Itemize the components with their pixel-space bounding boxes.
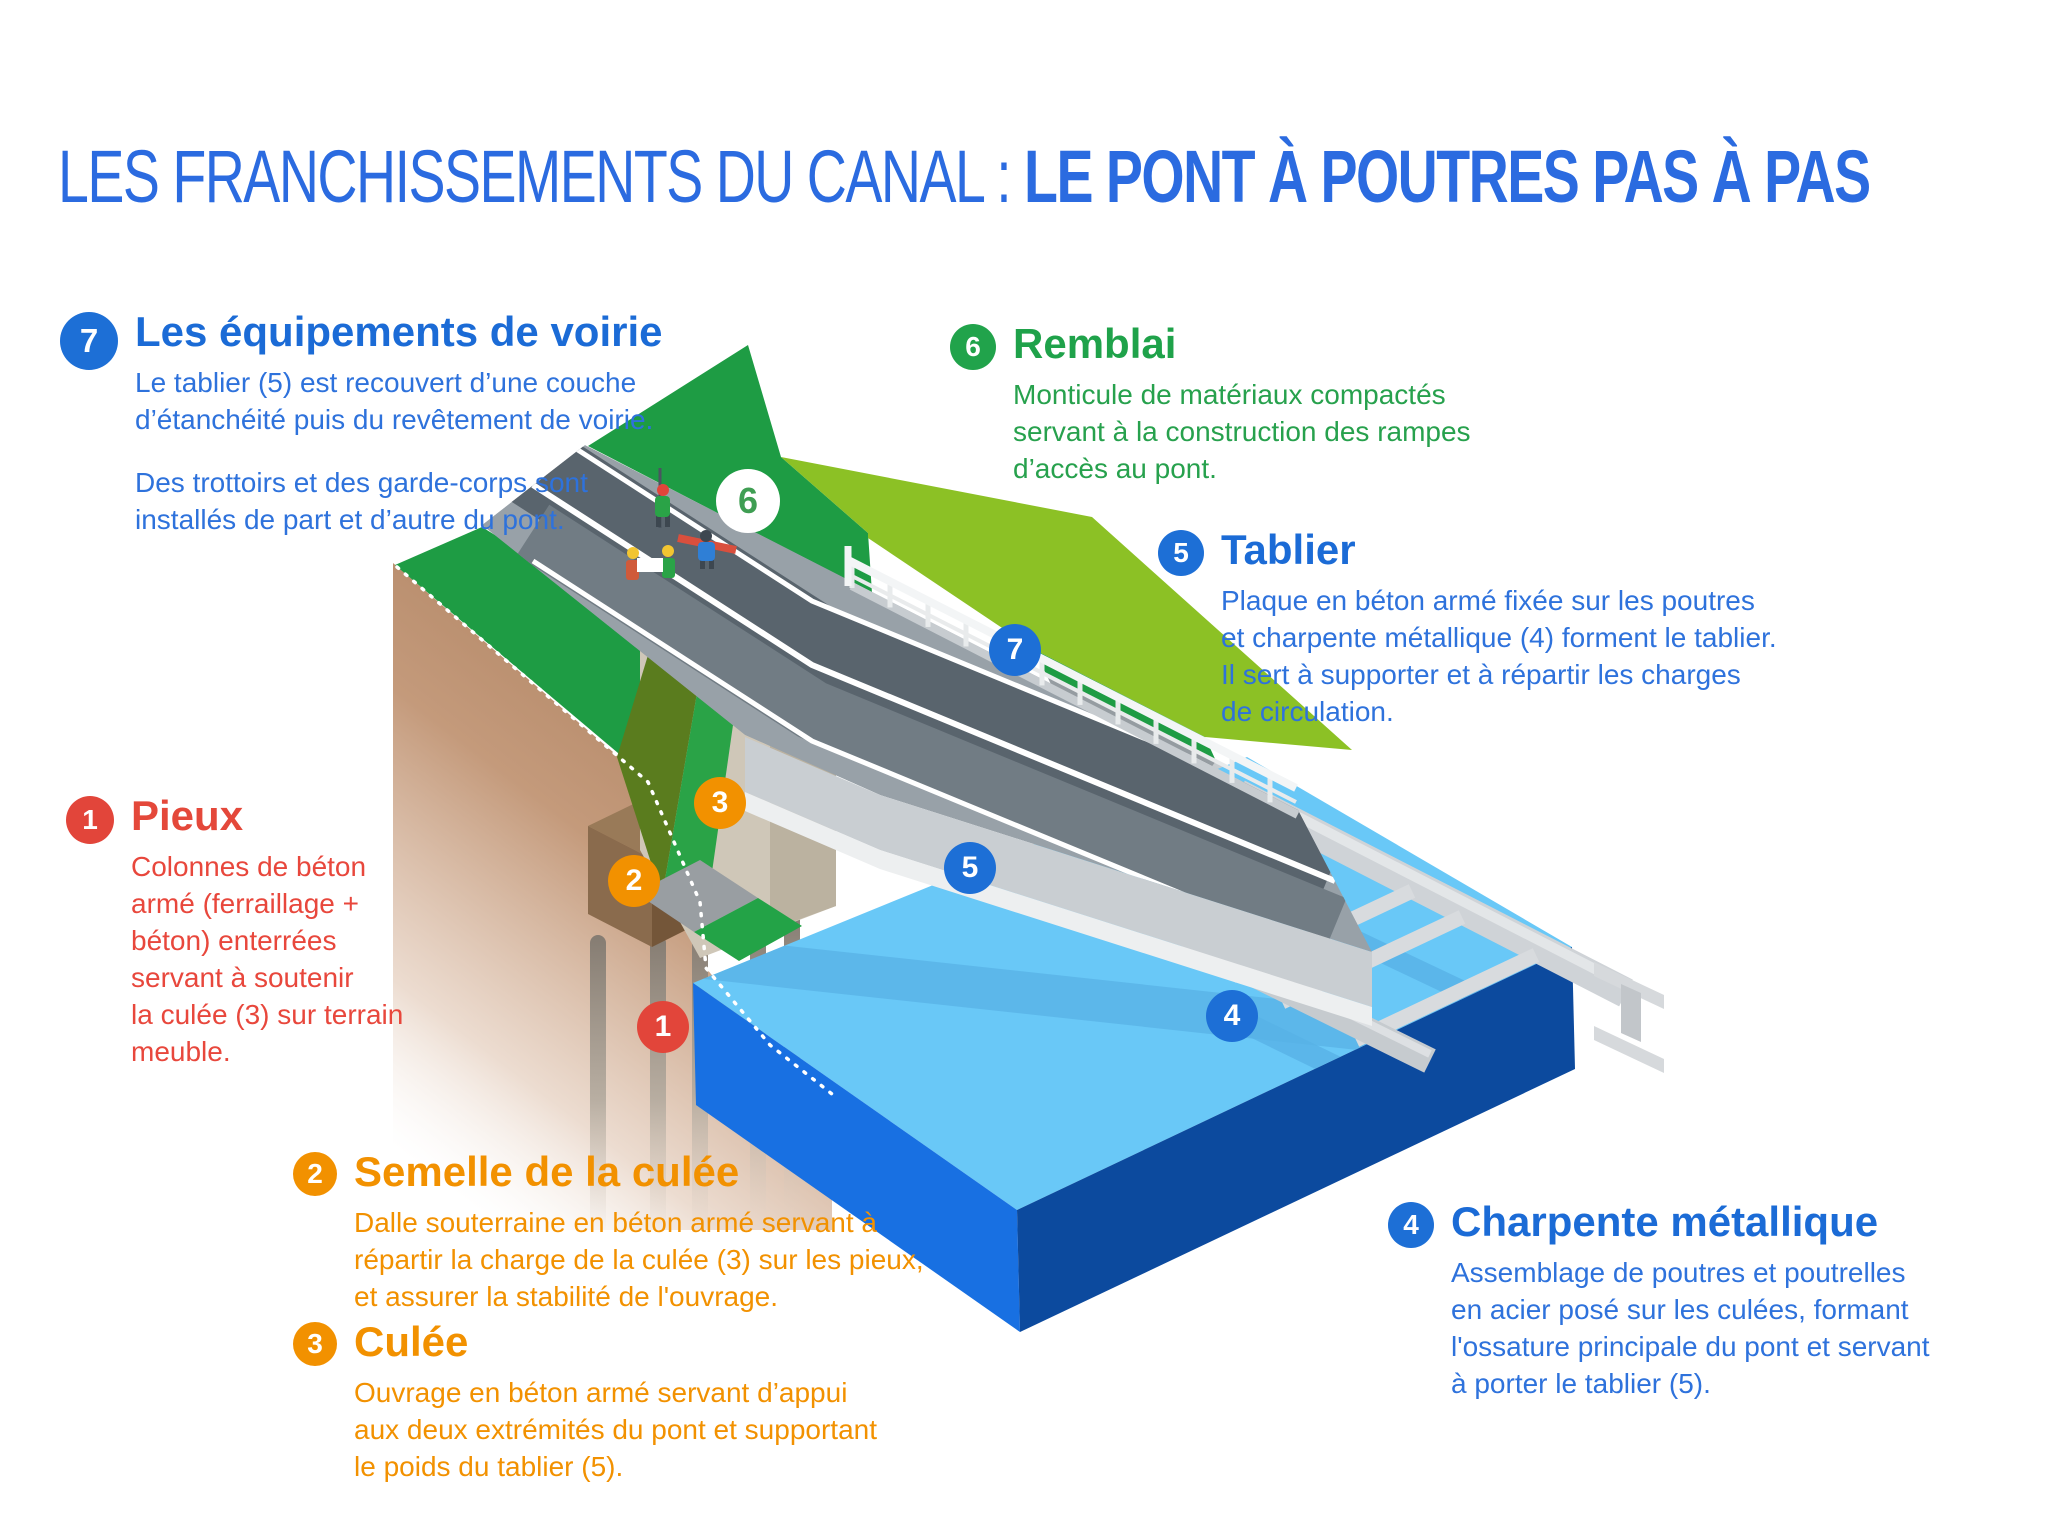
- callout-number-badge: 1: [66, 796, 114, 844]
- page-title: LES FRANCHISSEMENTS DU CANAL : LE PONT À…: [58, 134, 1871, 219]
- callout-equipements-voirie: 7 Les équipements de voirie Le tablier (…: [60, 308, 680, 538]
- callout-paragraphs: Dalle souterraine en béton armé servant …: [354, 1207, 924, 1313]
- callout-title: Charpente métallique: [1451, 1198, 1879, 1245]
- callout-semelle: 2 Semelle de la culée Dalle souterraine …: [293, 1148, 953, 1315]
- cut-plane-dotted-line: [395, 565, 834, 1096]
- page-title-prefix: LES FRANCHISSEMENTS DU CANAL :: [58, 134, 1025, 218]
- guardrail: [844, 546, 1298, 804]
- grass-lower-slope: [395, 527, 700, 780]
- diagram-badge-remblai: 6: [716, 469, 780, 533]
- callout-charpente: 4 Charpente métallique Assemblage de pou…: [1388, 1198, 2008, 1402]
- callout-title: Culée: [354, 1318, 469, 1365]
- deck-slab-tablier: [745, 737, 1372, 1026]
- callout-number-badge: 5: [1158, 530, 1204, 576]
- diagram-badge-voirie: 7: [989, 624, 1041, 676]
- worker-surveyor: [655, 468, 670, 528]
- diagram-badge-tablier: 5: [944, 842, 996, 894]
- callout-number-badge: 3: [293, 1322, 337, 1366]
- road-surface: [482, 445, 1372, 952]
- i-beam-end: [1594, 962, 1664, 1073]
- diagram-badge-charpente: 4: [1206, 990, 1258, 1042]
- callout-culee: 3 Culée Ouvrage en béton armé servant d’…: [293, 1318, 953, 1485]
- callout-paragraphs: Le tablier (5) est recouvert d’une couch…: [135, 367, 654, 536]
- callout-number-badge: 4: [1388, 1202, 1434, 1248]
- callout-number-badge: 7: [60, 312, 118, 370]
- diagram-badge-pieux: 1: [637, 1001, 689, 1053]
- callout-title: Remblai: [1013, 320, 1177, 367]
- callout-title: Tablier: [1221, 526, 1356, 573]
- construction-workers: [626, 468, 737, 580]
- diagram-badge-culee: 3: [694, 777, 746, 829]
- callout-title: Les équipements de voirie: [135, 308, 663, 355]
- worker-beam-carrier: [677, 530, 737, 569]
- callout-number-badge: 6: [950, 324, 996, 370]
- callout-title: Semelle de la culée: [354, 1148, 740, 1195]
- callout-text: Culée Ouvrage en béton armé servant d’ap…: [354, 1318, 877, 1485]
- callout-tablier: 5 Tablier Plaque en béton armé fixée sur…: [1158, 526, 1818, 730]
- callout-paragraphs: Plaque en béton armé fixée sur les poutr…: [1221, 585, 1777, 728]
- diagram-badge-semelle: 2: [608, 855, 660, 907]
- callout-title: Pieux: [131, 792, 244, 839]
- callout-text: Les équipements de voirie Le tablier (5)…: [135, 308, 663, 538]
- callout-text: Tablier Plaque en béton armé fixée sur l…: [1221, 526, 1777, 730]
- abutment-slope-dark: [617, 642, 702, 897]
- callout-text: Semelle de la culée Dalle souterraine en…: [354, 1148, 924, 1315]
- callout-number-badge: 2: [293, 1152, 337, 1196]
- callout-remblai: 6 Remblai Monticule de matériaux compact…: [950, 320, 1510, 487]
- embankment-remblai: [588, 345, 1352, 750]
- callout-text: Charpente métallique Assemblage de poutr…: [1451, 1198, 1930, 1402]
- workers-reading-plan: [626, 545, 675, 580]
- callout-text: Remblai Monticule de matériaux compactés…: [1013, 320, 1471, 487]
- page-title-emphasis: LE PONT À POUTRES PAS À PAS: [1024, 134, 1871, 218]
